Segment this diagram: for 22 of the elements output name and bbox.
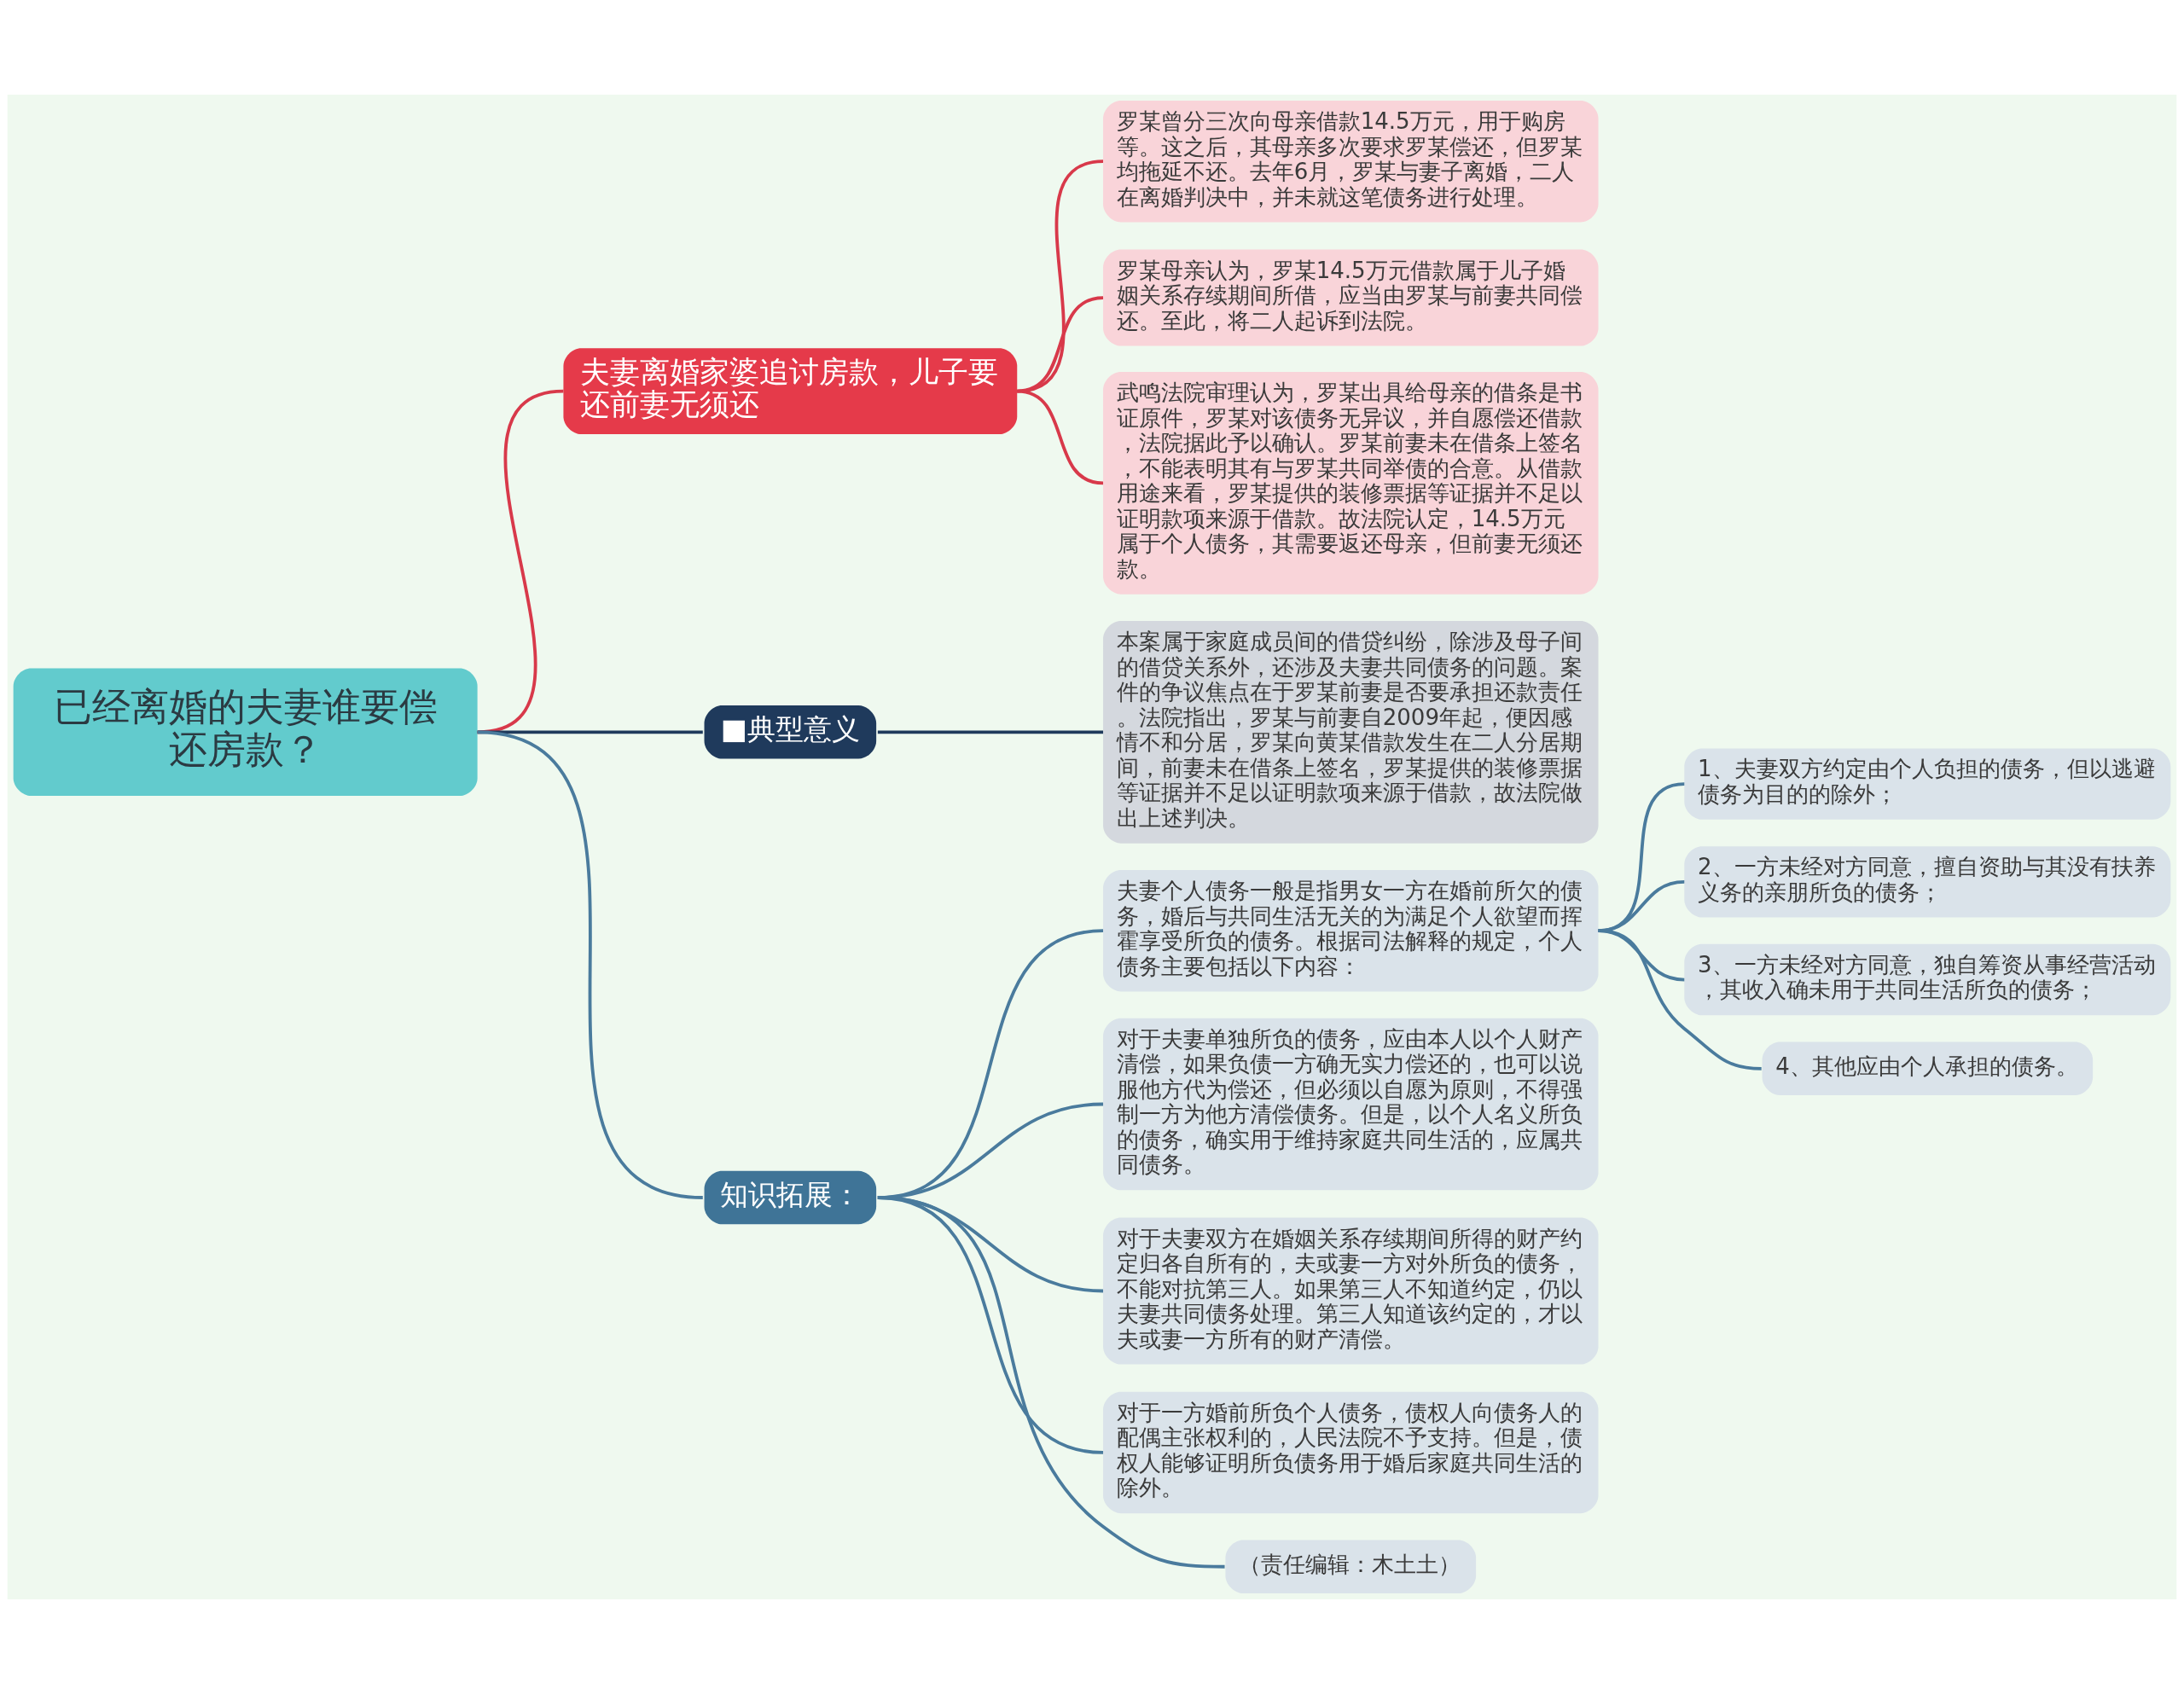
node-box: 武鸣法院审理认为，罗某出具给母亲的借条是书证原件，罗某对该债务无异议，并自愿偿还借款，法院据此予以确认。罗某前妻未在借条上签名，不能表明其有与罗某共同举债的合意。从借款用途来看，罗某提供的装修票据等证据并不足以证明款项来源于借款。故法院认定，14.5万元属于个人债务，其需要返还母亲，但前妻无须还款。 <box>1103 372 1599 595</box>
connector <box>477 730 704 1199</box>
node-box: 对于夫妻双方在婚姻关系存续期间所得的财产约定归各自所有的，夫或妻一方对外所负的债务，不能对抗第三人。如果第三人不知道约定，仍以夫妻共同债务处理。第三人知道该约定的，才以夫或妻一方所有的财产清偿。 <box>1103 1217 1599 1365</box>
node-box: 4、其他应由个人承担的债务。 <box>1762 1041 2094 1096</box>
node-box: 罗某曾分三次向母亲借款14.5万元，用于购房等。这之后，其母亲多次要求罗某偿还，但罗某均拖延不还。去年6月，罗某与妻子离婚，二人在离婚判决中，并未就这笔债务进行处理。 <box>1103 100 1599 223</box>
connector <box>877 1196 1225 1569</box>
node-box: 2、一方未经对方同意，擅自资助与其没有扶养义务的亲朋所负的债务； <box>1684 846 2171 918</box>
connector <box>1016 389 1104 485</box>
node-box: 3、一方未经对方同意，独自筹资从事经营活动，其收入确未用于共同生活所负的债务； <box>1684 943 2171 1016</box>
node-box: 罗某母亲认为，罗某14.5万元借款属于儿子婚姻关系存续期间所借，应当由罗某与前妻共同偿还。至此，将二人起诉到法院。 <box>1103 249 1599 346</box>
node-box: 夫妻离婚家婆追讨房款，儿子要还前妻无须还 <box>563 348 1018 434</box>
node-box: 夫妻个人债务一般是指男女一方在婚前所欠的债务，婚后与共同生活无关的为满足个人欲望而挥霍享受所负的债务。根据司法解释的规定，个人债务主要包括以下内容： <box>1103 869 1599 992</box>
connector <box>1598 929 1762 1070</box>
node-box: 对于一方婚前所负个人债务，债权人向债务人的配偶主张权利的，人民法院不予支持。但是，债权人能够证明所负债务用于婚后家庭共同生活的除外。 <box>1103 1391 1599 1514</box>
node-box: 知识拓展： <box>704 1170 877 1225</box>
node-box: 对于夫妻单独所负的债务，应由本人以个人财产清偿，如果负债一方确无实力偿还的，也可以说服他方代为偿还，但必须以自愿为原则，不得强制一方为他方清偿债务。但是，以个人名义所负的债务，确实用于维持家庭共同生活的，应属共同债务。 <box>1103 1018 1599 1191</box>
node-box: ■典型意义 <box>704 705 877 759</box>
node-box: 本案属于家庭成员间的借贷纠纷，除涉及母子间的借贷关系外，还涉及夫妻共同债务的问题。案件的争议焦点在于罗某前妻是否要承担还款责任。法院指出，罗某与前妻自2009年起，便因感情不和分居，罗某向黄某借款发生在二人分居期间，前妻未在借条上签名，罗某提供的装修票据等证据并不足以证明款项来源于借款，故法院做出上述判决。 <box>1103 620 1599 844</box>
node-box: 1、夫妻双方约定由个人负担的债务，但以逃避债务为目的的除外； <box>1684 748 2171 820</box>
node-box: （责任编辑：木土土） <box>1225 1540 1477 1594</box>
node-box: 已经离婚的夫妻谁要偿还房款？ <box>13 668 478 797</box>
connector <box>877 730 1104 734</box>
